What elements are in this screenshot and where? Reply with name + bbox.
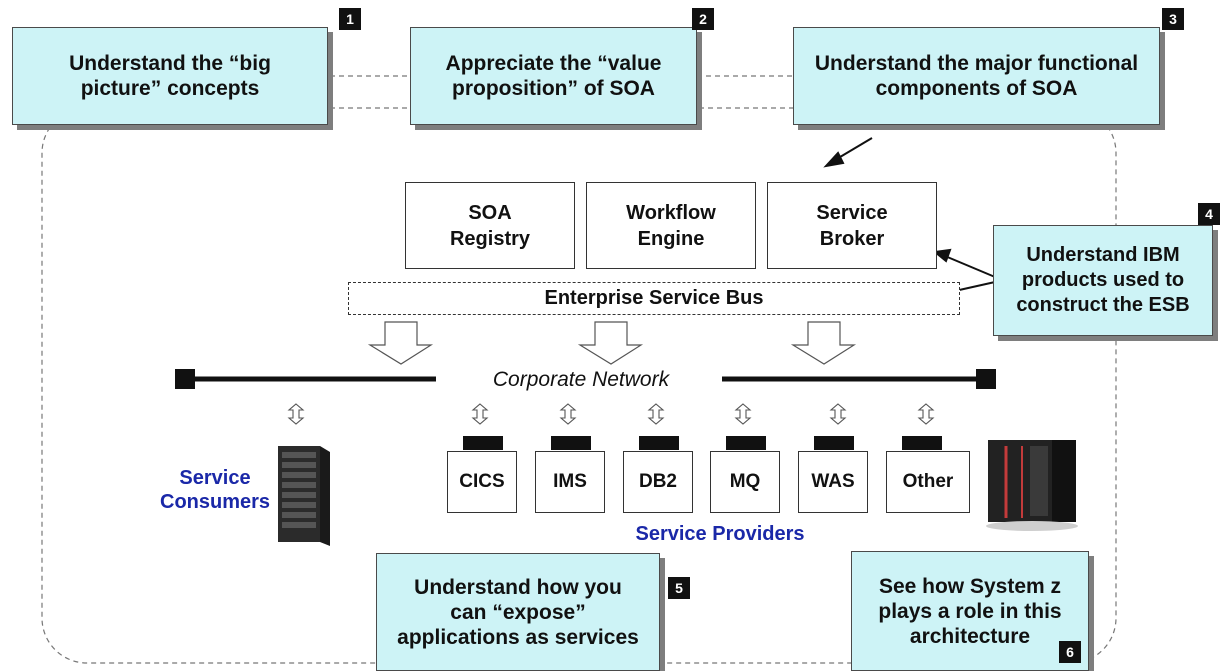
corporate-network-line xyxy=(175,369,996,389)
callout-1-number: 1 xyxy=(339,8,361,30)
provider-other: Other xyxy=(886,436,970,513)
callout-5: Understand how you can “expose” applicat… xyxy=(376,553,660,671)
callout-2-number: 2 xyxy=(692,8,714,30)
esb-down-arrows xyxy=(367,321,857,365)
callout-5-number: 5 xyxy=(668,577,690,599)
callout-3-pointer xyxy=(823,137,873,168)
soa-registry-box: SOA Registry xyxy=(405,182,575,269)
provider-cics: CICS xyxy=(447,436,517,513)
service-consumers-text: Service Consumers xyxy=(160,467,271,513)
service-providers-label: Service Providers xyxy=(635,523,805,545)
provider-mq: MQ xyxy=(710,436,780,513)
network-connection-arrows xyxy=(287,403,935,425)
callout-2-text: Appreciate the “value proposition” of SO… xyxy=(445,52,662,100)
server-tower-icon xyxy=(278,446,330,546)
callout-3: Understand the major functional componen… xyxy=(793,27,1160,125)
workflow-engine-box: Workflow Engine xyxy=(586,182,756,269)
provider-was: WAS xyxy=(798,436,868,513)
callout-2: Appreciate the “value proposition” of SO… xyxy=(410,27,697,125)
enterprise-service-bus: Enterprise Service Bus xyxy=(348,282,960,315)
callout-3-number: 3 xyxy=(1162,8,1184,30)
service-broker-box: Service Broker xyxy=(767,182,937,269)
mainframe-icon xyxy=(986,440,1078,531)
provider-ims: IMS xyxy=(535,436,605,513)
workflow-engine-label: Workflow Engine xyxy=(626,201,716,250)
callout-1-text: Understand the “big picture” concepts xyxy=(69,52,271,100)
soa-registry-label: SOA Registry xyxy=(449,201,531,250)
provider-db2: DB2 xyxy=(623,436,693,513)
callout-3-text: Understand the major functional componen… xyxy=(814,52,1139,100)
callout-5-text: Understand how you can “expose” applicat… xyxy=(397,575,639,649)
callout-4-text: Understand IBM products used to construc… xyxy=(1016,244,1190,316)
esb-label: Enterprise Service Bus xyxy=(544,287,764,309)
callout-4-number: 4 xyxy=(1198,203,1220,225)
corporate-network-label: Corporate Network xyxy=(492,368,670,391)
service-broker-label: Service Broker xyxy=(816,201,888,250)
callout-4: Understand IBM products used to construc… xyxy=(993,225,1213,336)
callout-6: See how System z plays a role in this ar… xyxy=(851,551,1089,671)
callout-1: Understand the “big picture” concepts xyxy=(12,27,328,125)
service-consumers-label: Service Consumers xyxy=(150,466,280,514)
callout-6-number: 6 xyxy=(1059,641,1081,663)
callout-6-text: See how System z plays a role in this ar… xyxy=(878,574,1062,648)
